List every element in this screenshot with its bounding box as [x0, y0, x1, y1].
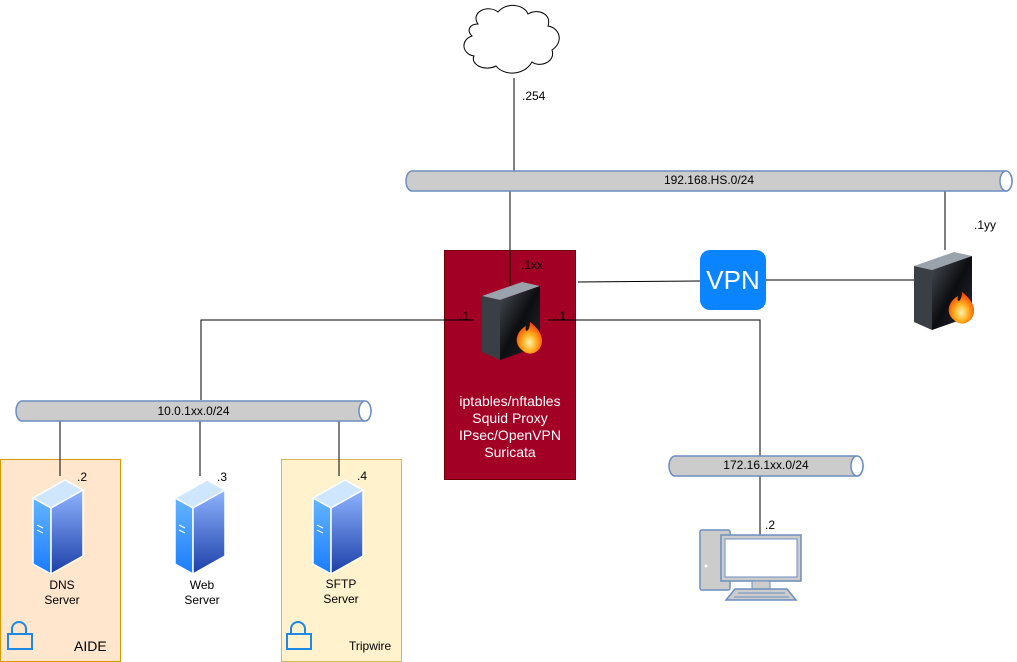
vpn-badge[interactable]: VPN: [700, 250, 766, 310]
dns-server-name: DNS Server: [44, 578, 80, 607]
firewall-wan-address: .1xx: [521, 258, 544, 272]
firewall-lan-address: .1: [459, 309, 470, 323]
cloud-icon: [463, 5, 560, 74]
firewall-service: Suricata: [484, 444, 536, 460]
sftp-server-address: .4: [357, 469, 368, 483]
client-network-bus[interactable]: [668, 455, 864, 477]
lock-icon: [7, 621, 33, 650]
firewall-service: iptables/nftables: [459, 393, 561, 409]
firewall-service: IPsec/OpenVPN: [459, 427, 561, 443]
remote-firewall-address: .1yy: [974, 218, 997, 232]
dns-server-address: .2: [77, 470, 88, 484]
internet-address: .254: [522, 89, 546, 103]
wan-network-label: 192.168.HS.0/24: [663, 173, 755, 187]
client-network-label: 172.16.1xx.0/24: [723, 458, 809, 472]
firewall-services-list: iptables/nftables Squid Proxy IPsec/Open…: [444, 393, 576, 461]
remote-firewall-icon[interactable]: [914, 252, 975, 330]
wan-network-bus[interactable]: [405, 170, 1013, 192]
firewall-service: Squid Proxy: [472, 410, 548, 426]
web-server-icon[interactable]: [173, 479, 227, 576]
lan-network-label: 10.0.1xx.0/24: [157, 404, 230, 418]
web-server-address: .3: [217, 470, 228, 484]
web-server-name: Web Server: [184, 578, 220, 607]
firewall-client-address: .1: [556, 309, 567, 323]
aide-zone-label: AIDE: [74, 638, 107, 654]
lan-network-bus[interactable]: [15, 400, 372, 422]
sftp-server-icon[interactable]: [311, 479, 365, 576]
lock-icon: [286, 621, 312, 650]
desktop-computer-icon[interactable]: [699, 529, 802, 601]
client-address: .2: [765, 518, 776, 532]
tripwire-zone-label: Tripwire: [349, 639, 392, 653]
sftp-server-name: SFTP Server: [323, 577, 359, 606]
dns-server-icon[interactable]: [31, 479, 85, 576]
firewall-icon[interactable]: [482, 282, 543, 360]
